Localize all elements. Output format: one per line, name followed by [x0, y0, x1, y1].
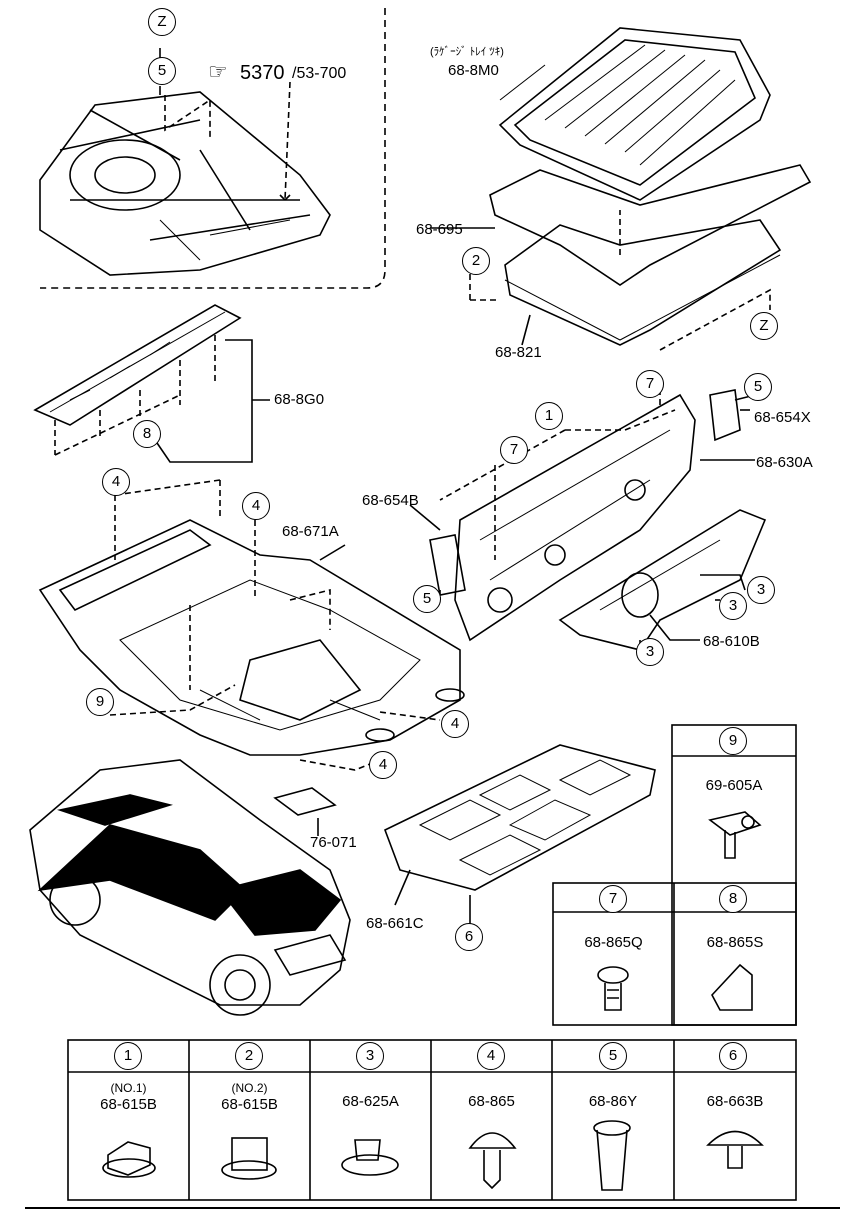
part-68-654X: 68-654X — [754, 409, 811, 426]
table-num-6: 6 — [719, 1042, 747, 1070]
table-part-1: 68-615B — [100, 1096, 157, 1113]
callout-3-b: 3 — [719, 592, 747, 620]
part-68-671A: 68-671A — [282, 523, 339, 540]
trunk-board-drawing — [504, 219, 782, 346]
callout-8: 8 — [133, 420, 161, 448]
part-76-071: 76-071 — [310, 834, 357, 851]
floor-pan-drawing — [39, 91, 331, 276]
mat-drawing — [489, 164, 812, 286]
rail-drawing — [33, 304, 242, 426]
table-part-8: 68-865S — [706, 934, 764, 951]
part-68-695: 68-695 — [416, 221, 463, 238]
callout-3-a: 3 — [747, 576, 775, 604]
insulator-610b-drawing — [558, 509, 767, 651]
fastener-7-icon — [597, 966, 629, 1011]
table-num-7: 7 — [599, 885, 627, 913]
callout-4-a: 4 — [102, 468, 130, 496]
table-part-2: 68-615B — [221, 1096, 278, 1113]
callout-7-mid: 7 — [500, 436, 528, 464]
table-part-6: 68-663B — [706, 1093, 764, 1110]
table-num-3: 3 — [356, 1042, 384, 1070]
dash-panel-drawing — [454, 393, 696, 642]
table-part-9: 69-605A — [705, 777, 763, 794]
callout-9: 9 — [86, 688, 114, 716]
callout-5-right: 5 — [744, 373, 772, 401]
callout-4-d: 4 — [369, 751, 397, 779]
bracket-654x-drawing — [709, 389, 741, 442]
table-num-9: 9 — [719, 727, 747, 755]
callout-7-top: 7 — [636, 370, 664, 398]
part-68-630A: 68-630A — [756, 454, 813, 471]
table-note-1: (NO.1) — [110, 1081, 147, 1095]
ref-sub: /53-700 — [292, 65, 347, 82]
vehicle-drawing — [29, 759, 351, 1016]
callout-2: 2 — [462, 247, 490, 275]
table-part-7: 68-865Q — [584, 934, 643, 951]
callout-4-b: 4 — [242, 492, 270, 520]
cargo-tray-drawing — [498, 27, 771, 201]
fastener-4-icon — [468, 1132, 517, 1190]
table-part-4: 68-865 — [468, 1093, 515, 1110]
callout-5-left: 5 — [413, 585, 441, 613]
table-num-1: 1 — [114, 1042, 142, 1070]
callout-3-c: 3 — [636, 638, 664, 666]
fastener-1-icon — [102, 1141, 156, 1178]
bottom-table-frame — [67, 1039, 797, 1201]
callout-6: 6 — [455, 923, 483, 951]
callout-z-right: Z — [750, 312, 778, 340]
side-table-frame — [671, 724, 797, 1026]
label-plate-drawing — [273, 787, 337, 816]
ref-main: 5370 — [240, 62, 285, 84]
fastener-8-icon — [711, 963, 753, 1011]
floor-carpet-drawing — [38, 519, 465, 756]
fastener-9-icon — [708, 811, 762, 859]
fastener-3-icon — [341, 1139, 399, 1176]
fastener-6-icon — [706, 1130, 764, 1169]
jp-note: (ﾗｹﾞｰｼﾞ ﾄﾚｲ ﾂｷ) — [430, 46, 504, 58]
table-num-5: 5 — [599, 1042, 627, 1070]
table-note-2: (NO.2) — [231, 1081, 268, 1095]
inset-border — [40, 8, 386, 289]
table-num-4: 4 — [477, 1042, 505, 1070]
fastener-2-icon — [221, 1137, 277, 1180]
hood-insulator-drawing — [383, 744, 656, 891]
callout-4-c: 4 — [441, 710, 469, 738]
callout-z-top: Z — [148, 8, 176, 36]
callout-5-top: 5 — [148, 57, 176, 85]
table-part-5: 68-86Y — [588, 1093, 638, 1110]
fastener-5-icon — [593, 1120, 631, 1191]
part-68-661C: 68-661C — [366, 915, 424, 932]
callout-1: 1 — [535, 402, 563, 430]
ref-arrow-icon: ☞ — [208, 59, 228, 84]
bracket-654b-drawing — [429, 534, 466, 596]
part-68-8M0: 68-8M0 — [448, 62, 499, 79]
part-68-821: 68-821 — [495, 344, 542, 361]
table-part-3: 68-625A — [342, 1093, 399, 1110]
part-68-8G0: 68-8G0 — [274, 391, 325, 408]
table-num-8: 8 — [719, 885, 747, 913]
table-num-2: 2 — [235, 1042, 263, 1070]
part-68-610B: 68-610B — [703, 633, 760, 650]
part-68-654B: 68-654B — [362, 492, 419, 509]
